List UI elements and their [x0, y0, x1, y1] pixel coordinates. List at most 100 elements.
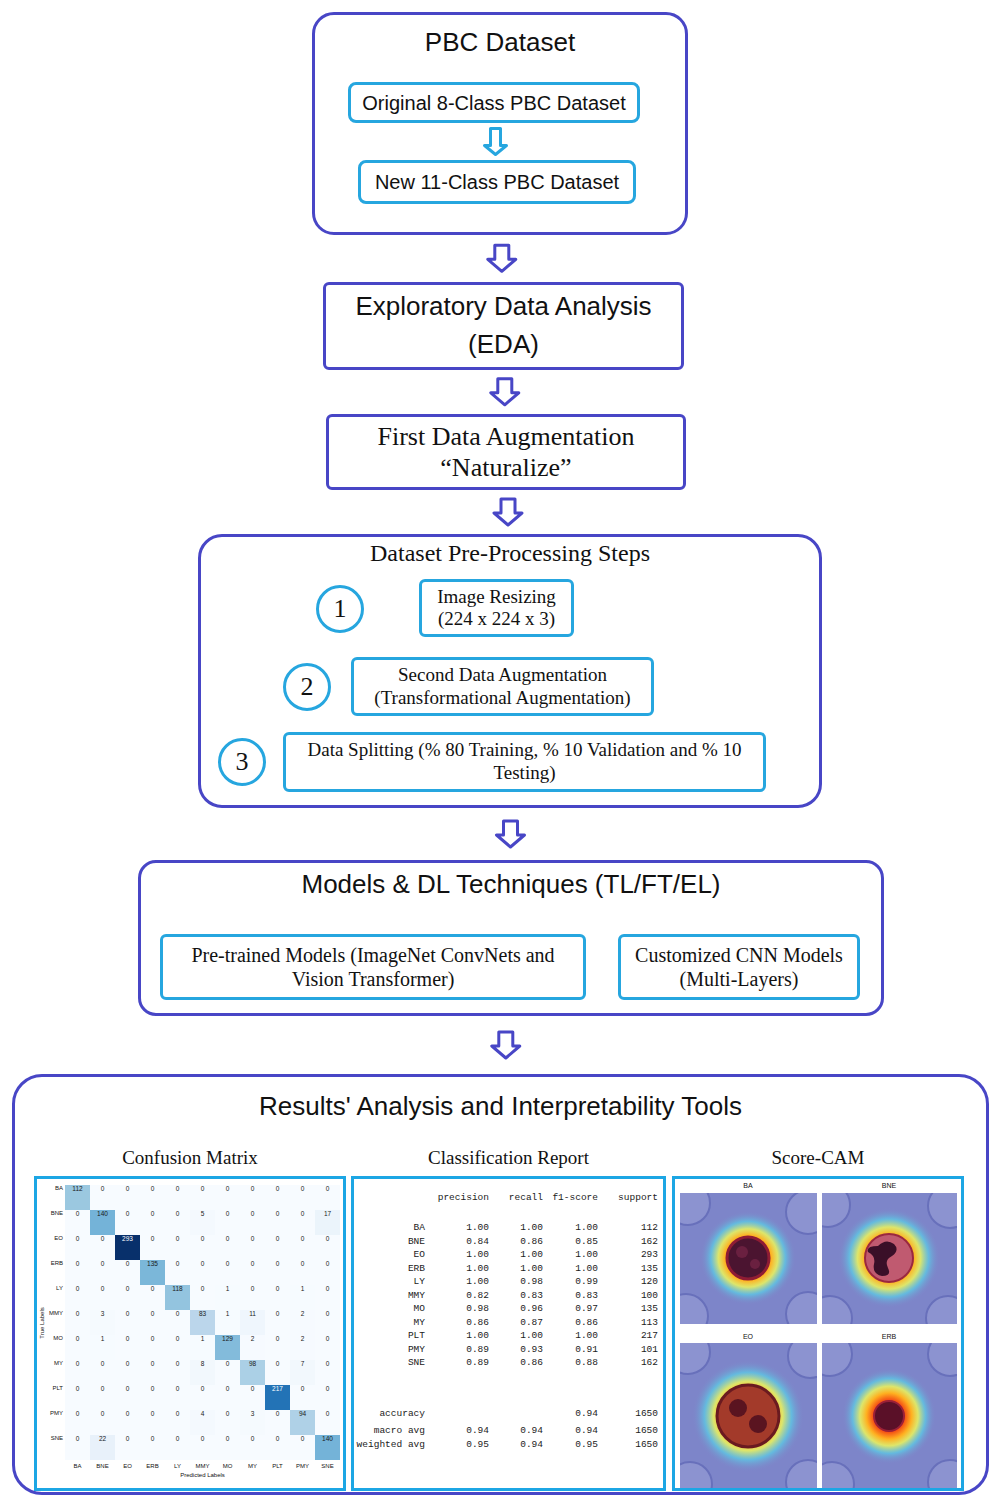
- report-cell: 162: [598, 1236, 658, 1247]
- report-cell: MO: [354, 1303, 425, 1314]
- axis-tick: MO: [45, 1335, 63, 1360]
- report-cell: MY: [354, 1317, 425, 1328]
- report-cell: weighted avg: [354, 1439, 425, 1450]
- matrix-cell: 0: [90, 1385, 115, 1410]
- matrix-cell: 0: [65, 1335, 90, 1360]
- axis-tick: BNE: [45, 1210, 63, 1235]
- matrix-cell: 0: [215, 1360, 240, 1385]
- step-number: 3: [236, 749, 249, 775]
- image-title: EO: [718, 1333, 778, 1340]
- report-cell: support: [598, 1192, 658, 1203]
- axis-tick: BA: [45, 1185, 63, 1210]
- step-number: 1: [334, 596, 347, 622]
- report-cell: 0.96: [483, 1303, 543, 1314]
- report-cell: 1.00: [538, 1249, 598, 1260]
- report-cell: MMY: [354, 1290, 425, 1301]
- process-box: Pre-trained Models (ImageNet ConvNets an…: [160, 934, 586, 1000]
- process-box: First Data Augmentation “Naturalize”: [326, 414, 686, 490]
- flow-arrow: [497, 821, 525, 847]
- report-cell: 0.86: [538, 1317, 598, 1328]
- report-cell: 0.91: [538, 1344, 598, 1355]
- report-cell: 0.82: [429, 1290, 489, 1301]
- axis-tick: EO: [45, 1235, 63, 1260]
- report-cell: LY: [354, 1276, 425, 1287]
- matrix-cell: 83: [190, 1310, 215, 1335]
- panel-heading: Classification Report: [334, 1147, 683, 1170]
- matrix-cell: 0: [265, 1210, 290, 1235]
- matrix-cell: 0: [165, 1410, 190, 1435]
- matrix-cell: 0: [165, 1335, 190, 1360]
- matrix-cell: 0: [240, 1435, 265, 1460]
- report-cell: 1.00: [538, 1263, 598, 1274]
- matrix-cell: 0: [65, 1435, 90, 1460]
- matrix-cell: 0: [265, 1235, 290, 1260]
- report-cell: 1.00: [429, 1330, 489, 1341]
- matrix-cell: 118: [165, 1285, 190, 1310]
- matrix-cell: 0: [65, 1235, 90, 1260]
- report-cell: 0.94: [538, 1408, 598, 1419]
- matrix-cell: 0: [115, 1185, 140, 1210]
- matrix-cell: 0: [140, 1210, 165, 1235]
- box-label: New 11-Class PBC Dataset: [375, 170, 619, 194]
- report-cell: macro avg: [354, 1425, 425, 1436]
- matrix-cell: 2: [290, 1335, 315, 1360]
- process-box: Second Data Augmentation (Transformation…: [351, 657, 654, 716]
- cell-granule: [736, 1246, 748, 1258]
- report-cell: 1.00: [538, 1330, 598, 1341]
- report-cell: 1650: [598, 1439, 658, 1450]
- axis-tick: PLT: [265, 1463, 290, 1469]
- report-cell: 0.83: [483, 1290, 543, 1301]
- matrix-cell: 0: [140, 1185, 165, 1210]
- matrix-cell: 0: [140, 1285, 165, 1310]
- matrix-cell: 0: [315, 1285, 340, 1310]
- matrix-cell: 0: [90, 1260, 115, 1285]
- matrix-cell: 0: [215, 1235, 240, 1260]
- report-cell: 101: [598, 1344, 658, 1355]
- flow-arrow: [485, 129, 507, 155]
- heatmap-image: [680, 1343, 817, 1490]
- matrix-cell: 0: [240, 1385, 265, 1410]
- report-cell: 1650: [598, 1425, 658, 1436]
- box-label: Second Data Augmentation (Transformation…: [360, 664, 645, 710]
- matrix-cell: 0: [165, 1360, 190, 1385]
- report-cell: 217: [598, 1330, 658, 1341]
- matrix-cell: 17: [315, 1210, 340, 1235]
- blood-cell: [786, 1460, 817, 1490]
- matrix-cell: 0: [65, 1210, 90, 1235]
- group-box: Models & DL Techniques (TL/FT/EL)Pre-tra…: [138, 860, 884, 1016]
- matrix-cell: 0: [240, 1285, 265, 1310]
- matrix-cell: 0: [290, 1210, 315, 1235]
- matrix-cell: 0: [165, 1435, 190, 1460]
- matrix-cell: 0: [165, 1210, 190, 1235]
- report-cell: BNE: [354, 1236, 425, 1247]
- report-cell: 1.00: [483, 1263, 543, 1274]
- blood-cell: [822, 1462, 854, 1490]
- cell-nucleus: [729, 1399, 747, 1417]
- matrix-cell: 3: [240, 1410, 265, 1435]
- report-cell: 0.89: [429, 1357, 489, 1368]
- process-box: New 11-Class PBC Dataset: [358, 160, 636, 204]
- matrix-cell: 0: [265, 1435, 290, 1460]
- matrix-cell: 0: [115, 1360, 140, 1385]
- matrix-cell: 0: [265, 1310, 290, 1335]
- matrix-cell: 0: [65, 1310, 90, 1335]
- matrix-cell: 0: [140, 1385, 165, 1410]
- matrix-cell: 0: [315, 1260, 340, 1285]
- process-box: Exploratory Data Analysis (EDA): [323, 282, 684, 370]
- blood-cell: [786, 1292, 817, 1324]
- report-cell: 1.00: [429, 1222, 489, 1233]
- report-cell: SNE: [354, 1357, 425, 1368]
- axis-title: Predicted Labels: [65, 1472, 340, 1478]
- matrix-cell: 140: [90, 1210, 115, 1235]
- matrix-cell: 0: [315, 1410, 340, 1435]
- step-circle: 3: [218, 738, 266, 786]
- matrix-cell: 0: [190, 1185, 215, 1210]
- result-panel: Score-CAMBABNEEOERB: [672, 1176, 964, 1491]
- step-number: 2: [301, 674, 314, 700]
- report-cell: 0.94: [429, 1425, 489, 1436]
- report-cell: 1.00: [483, 1249, 543, 1260]
- matrix-cell: 5: [190, 1210, 215, 1235]
- matrix-cell: 0: [290, 1435, 315, 1460]
- matrix-cell: 0: [165, 1385, 190, 1410]
